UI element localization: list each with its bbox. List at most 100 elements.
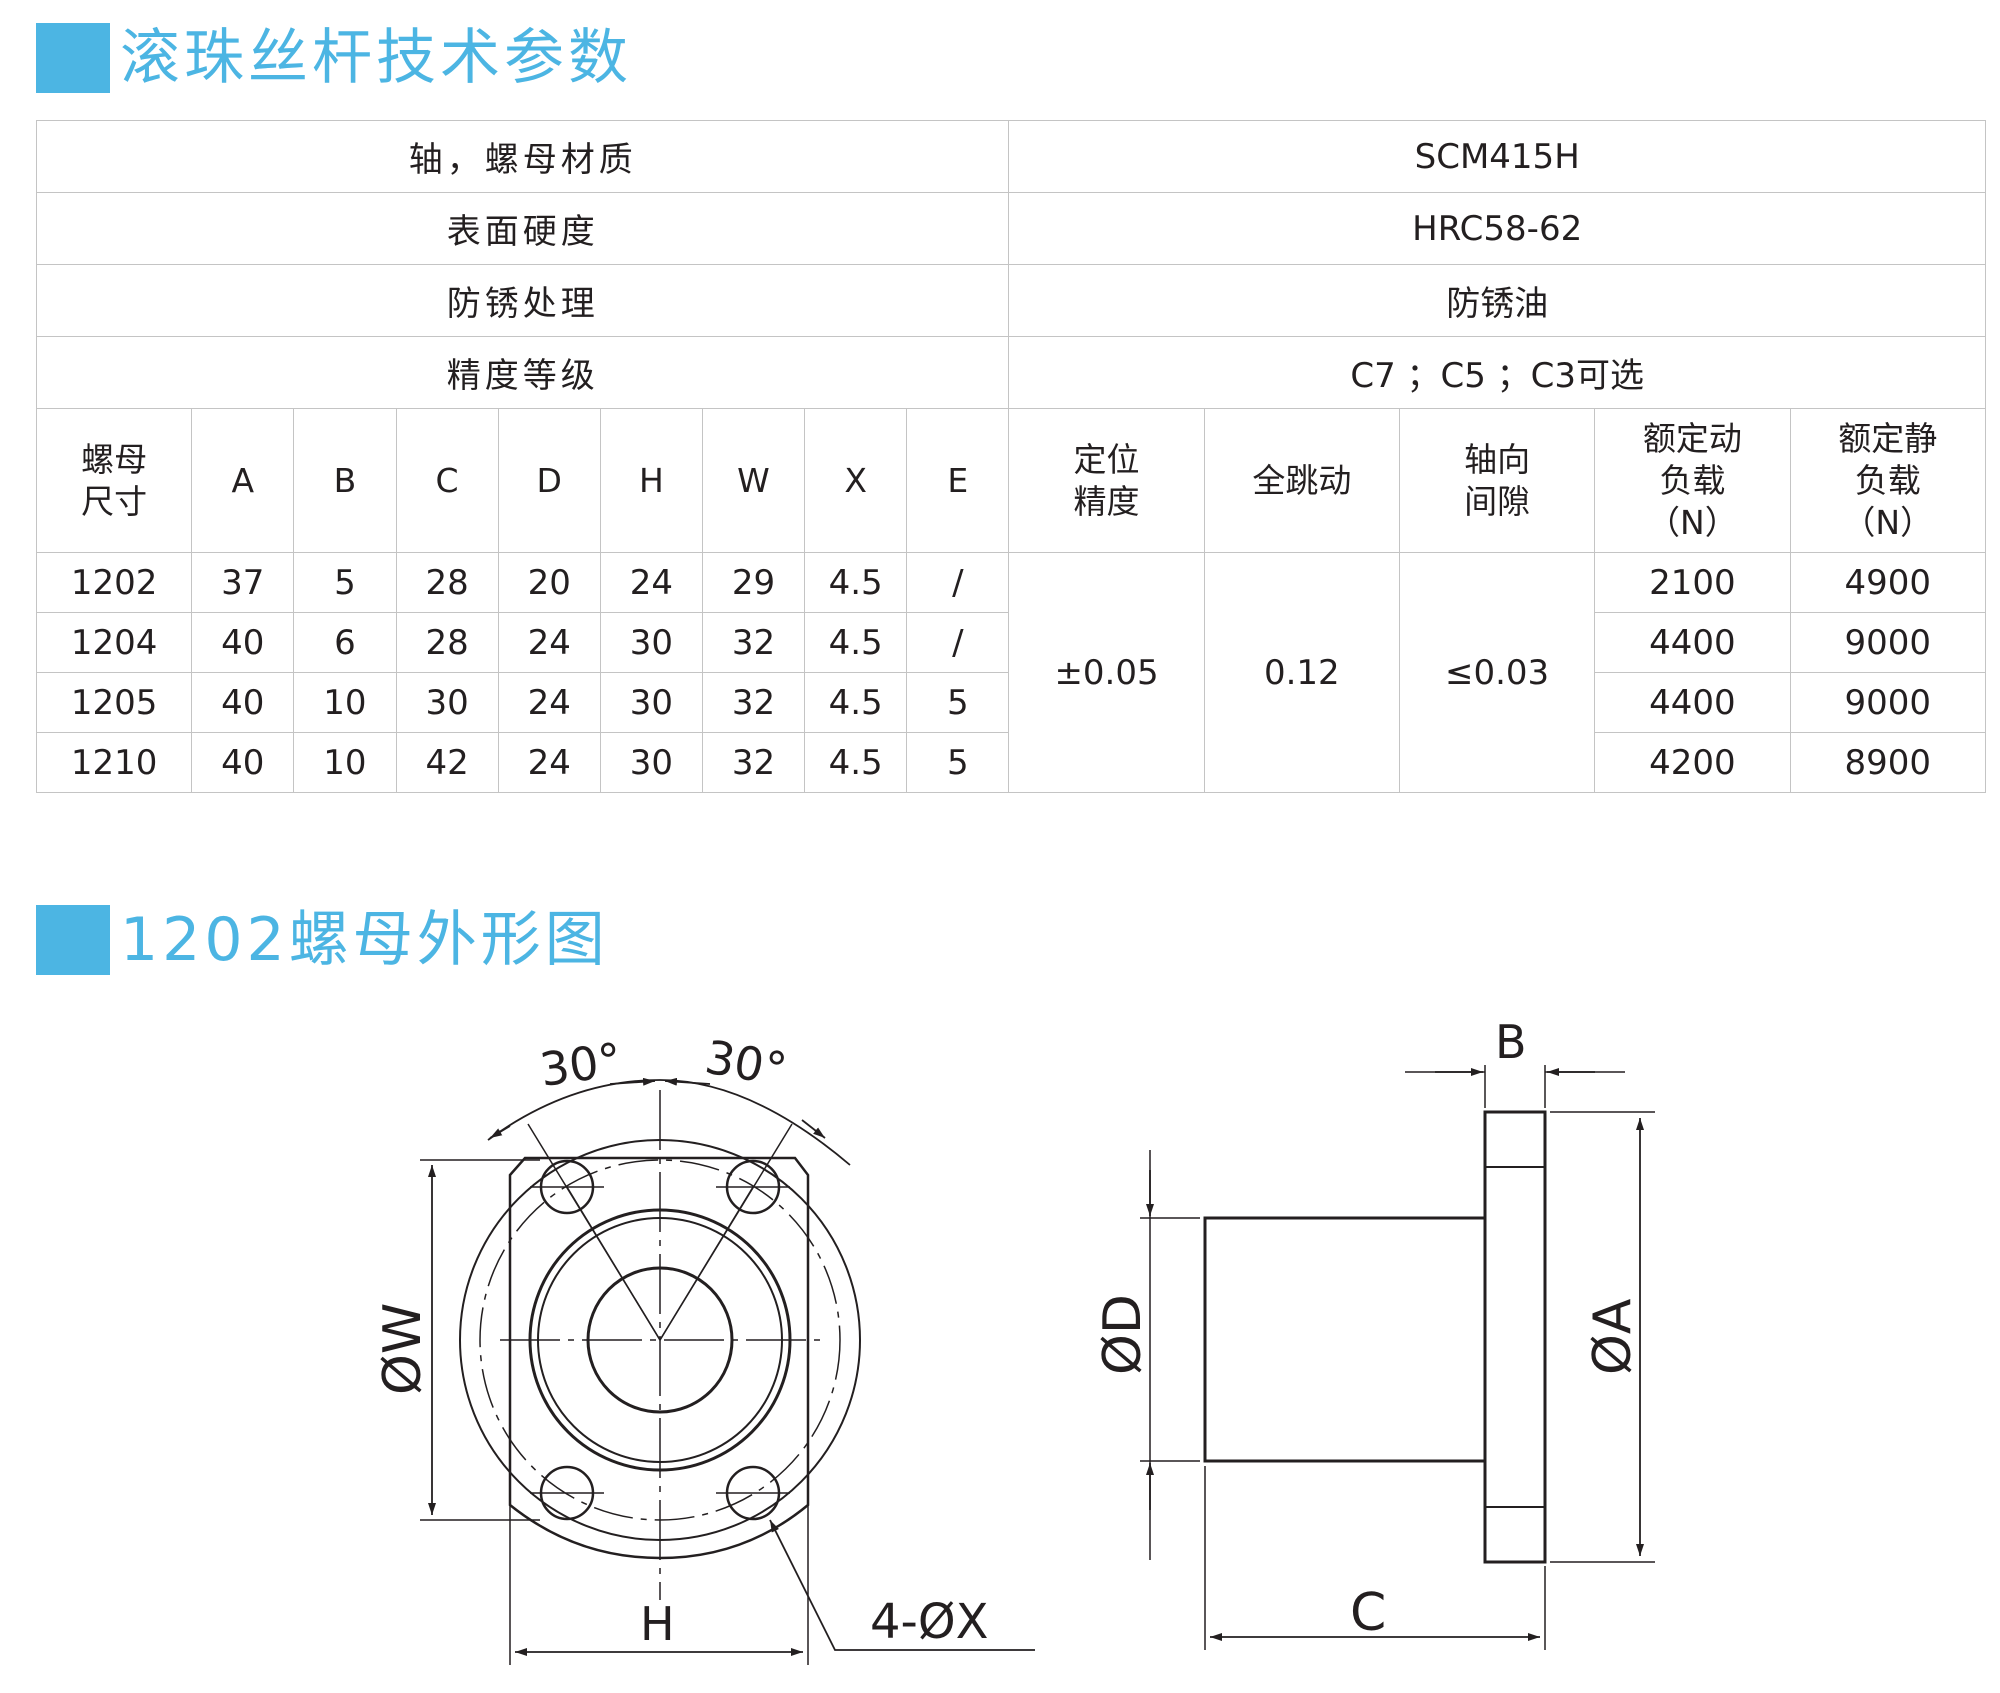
angle-arc <box>487 1079 851 1166</box>
table-row: 1204 40 6 28 24 30 32 4.5 / 4400 9000 <box>35 612 1987 673</box>
property-row: 轴，螺母材质 SCM415H <box>35 120 1986 193</box>
property-label: 轴，螺母材质 <box>35 120 1010 193</box>
flange-rect <box>1483 1110 1547 1564</box>
header-size: 螺母尺寸 <box>35 408 193 553</box>
cell-D: 24 <box>497 732 601 793</box>
cell-dynamic-load: 4400 <box>1594 672 1791 733</box>
header-E: E <box>906 408 1010 553</box>
header-X: X <box>804 408 908 553</box>
property-row: 防锈处理 防锈油 <box>35 264 1986 337</box>
dim-label-C: C <box>1350 1583 1386 1643</box>
header-backlash: 轴向间隙 <box>1398 408 1596 553</box>
cell-H: 24 <box>599 552 703 613</box>
cell-static-load: 9000 <box>1789 672 1987 733</box>
cell-backlash: ≤0.03 <box>1398 552 1596 793</box>
property-value: HRC58-62 <box>1008 192 1986 265</box>
property-label: 表面硬度 <box>35 192 1010 265</box>
center-lines <box>500 1090 820 1600</box>
cell-X: 4.5 <box>804 612 908 673</box>
table-row: 1202 37 5 28 20 24 29 4.5 / ±0.05 0.12 ≤… <box>35 552 1987 793</box>
header-positioning: 定位精度 <box>1008 408 1205 553</box>
dim-label-D: ØD <box>1093 1294 1153 1375</box>
section-title-drawing: 1202螺母外形图 <box>36 900 609 980</box>
cell-E: 5 <box>906 672 1010 733</box>
cell-A: 40 <box>191 672 295 733</box>
cell-dynamic-load: 4400 <box>1594 612 1791 673</box>
body-rect <box>1203 1216 1487 1463</box>
property-value: C7 ；C5 ；C3可选 <box>1008 336 1986 409</box>
cell-size: 1205 <box>35 672 193 733</box>
header-backlash-text: 轴向间隙 <box>1464 439 1531 521</box>
header-size-text: 螺母尺寸 <box>81 439 148 521</box>
dim-label-A: ØA <box>1583 1298 1643 1375</box>
cell-X: 4.5 <box>804 672 908 733</box>
header-runout: 全跳动 <box>1203 408 1400 553</box>
property-value: SCM415H <box>1008 120 1986 193</box>
dim-label-H: H <box>640 1597 675 1651</box>
dim-label-B: B <box>1495 1015 1527 1069</box>
cell-dynamic-load: 2100 <box>1594 552 1791 613</box>
cell-C: 42 <box>395 732 499 793</box>
header-B: B <box>293 408 397 553</box>
cell-A: 40 <box>191 612 295 673</box>
header-positioning-text: 定位精度 <box>1073 439 1140 521</box>
spec-table: 轴，螺母材质 SCM415H 表面硬度 HRC58-62 防锈处理 防锈油 精度… <box>35 120 1987 793</box>
cell-H: 30 <box>599 612 703 673</box>
header-dynamic-load-text: 额定动负载（N） <box>1642 418 1742 542</box>
header-dynamic-load: 额定动负载（N） <box>1594 408 1791 553</box>
nut-outline-drawing: 30° 30° ØW H 4-ØX B ØD ØA C <box>373 1015 1655 1665</box>
header-static-load-text: 额定静负载（N） <box>1838 418 1938 542</box>
cell-B: 5 <box>293 552 397 613</box>
property-label: 精度等级 <box>35 336 1010 409</box>
cell-X: 4.5 <box>804 552 908 613</box>
header-D: D <box>497 408 601 553</box>
cell-B: 10 <box>293 732 397 793</box>
property-row: 表面硬度 HRC58-62 <box>35 192 1986 265</box>
cell-size: 1202 <box>35 552 193 613</box>
header-C: C <box>395 408 499 553</box>
cell-static-load: 8900 <box>1789 732 1987 793</box>
title-marker-block <box>36 905 110 975</box>
header-W: W <box>701 408 806 553</box>
cell-A: 37 <box>191 552 295 613</box>
cell-static-load: 4900 <box>1789 552 1987 613</box>
cell-dynamic-load: 4200 <box>1594 732 1791 793</box>
cell-size: 1210 <box>35 732 193 793</box>
cell-positioning: ±0.05 <box>1008 552 1205 793</box>
header-A: A <box>191 408 295 553</box>
cell-W: 32 <box>701 672 806 733</box>
table-row: 1210 40 10 42 24 30 32 4.5 5 4200 8900 <box>35 732 1987 793</box>
cell-C: 30 <box>395 672 499 733</box>
cell-W: 32 <box>701 732 806 793</box>
title-marker-block <box>36 23 110 93</box>
section-title-specs: 滚珠丝杆技术参数 <box>36 18 632 98</box>
cell-C: 28 <box>395 612 499 673</box>
cell-X: 4.5 <box>804 732 908 793</box>
header-H: H <box>599 408 703 553</box>
cell-runout: 0.12 <box>1203 552 1400 793</box>
front-view <box>420 1077 1035 1665</box>
cell-H: 30 <box>599 732 703 793</box>
cell-size: 1204 <box>35 612 193 673</box>
cell-E: / <box>906 612 1010 673</box>
header-static-load: 额定静负载（N） <box>1789 408 1987 553</box>
cell-A: 40 <box>191 732 295 793</box>
cell-E: 5 <box>906 732 1010 793</box>
property-value: 防锈油 <box>1008 264 1986 337</box>
table-row: 1205 40 10 30 24 30 32 4.5 5 4400 9000 <box>35 672 1987 733</box>
section-title-text: 滚珠丝杆技术参数 <box>120 23 632 93</box>
cell-B: 10 <box>293 672 397 733</box>
cell-B: 6 <box>293 612 397 673</box>
side-view <box>1140 1065 1655 1650</box>
property-label: 防锈处理 <box>35 264 1010 337</box>
section-title-text: 1202螺母外形图 <box>120 905 609 975</box>
angle-label: 30° <box>537 1032 625 1097</box>
header-row: 螺母尺寸 A B C D H W X E 定位精度 全跳动 轴向间隙 额定动负载… <box>35 408 1987 553</box>
cell-D: 24 <box>497 672 601 733</box>
cell-D: 20 <box>497 552 601 613</box>
cell-D: 24 <box>497 612 601 673</box>
dim-label-X: 4-ØX <box>870 1594 989 1650</box>
cell-C: 28 <box>395 552 499 613</box>
cell-static-load: 9000 <box>1789 612 1987 673</box>
dim-label-W: ØW <box>373 1303 433 1395</box>
